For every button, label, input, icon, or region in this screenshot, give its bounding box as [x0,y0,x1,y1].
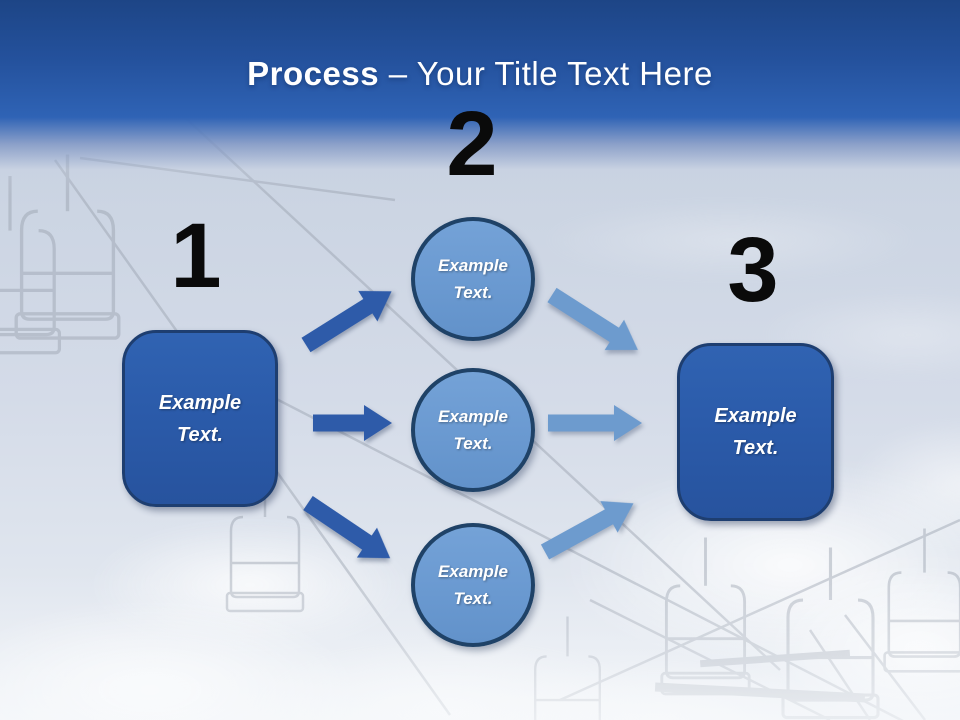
title-regular-text: – Your Title Text Here [388,55,713,92]
lift-pole [808,629,872,720]
slide-title: Process – Your Title Text Here [0,55,960,93]
step-2-circle-2: Example Text. [411,368,535,492]
step-2-circle-1-label: Example Text. [438,255,508,302]
step-2-circle-1: Example Text. [411,217,535,341]
step-2-circle-2-label: Example Text. [438,406,508,453]
step-3-box: Example Text. [677,343,834,521]
step-2-circle-3-label: Example Text. [438,561,508,608]
step-1-box-label: Example Text. [158,391,242,446]
chairlift-chair [530,615,605,720]
chairlift-chair [0,174,62,355]
step-2-number: 2 [446,93,498,195]
step-1-number: 1 [170,205,222,307]
step-1-box: Example Text. [122,330,278,507]
chairlift-chair [660,536,751,696]
step-2-circle-3: Example Text. [411,523,535,647]
cable-line [559,518,960,702]
lift-pole [844,614,926,720]
step-3-box-label: Example Text. [714,405,797,459]
title-bold-text: Process [247,55,380,92]
title-bar [0,0,960,195]
step-3-number: 3 [727,219,779,321]
